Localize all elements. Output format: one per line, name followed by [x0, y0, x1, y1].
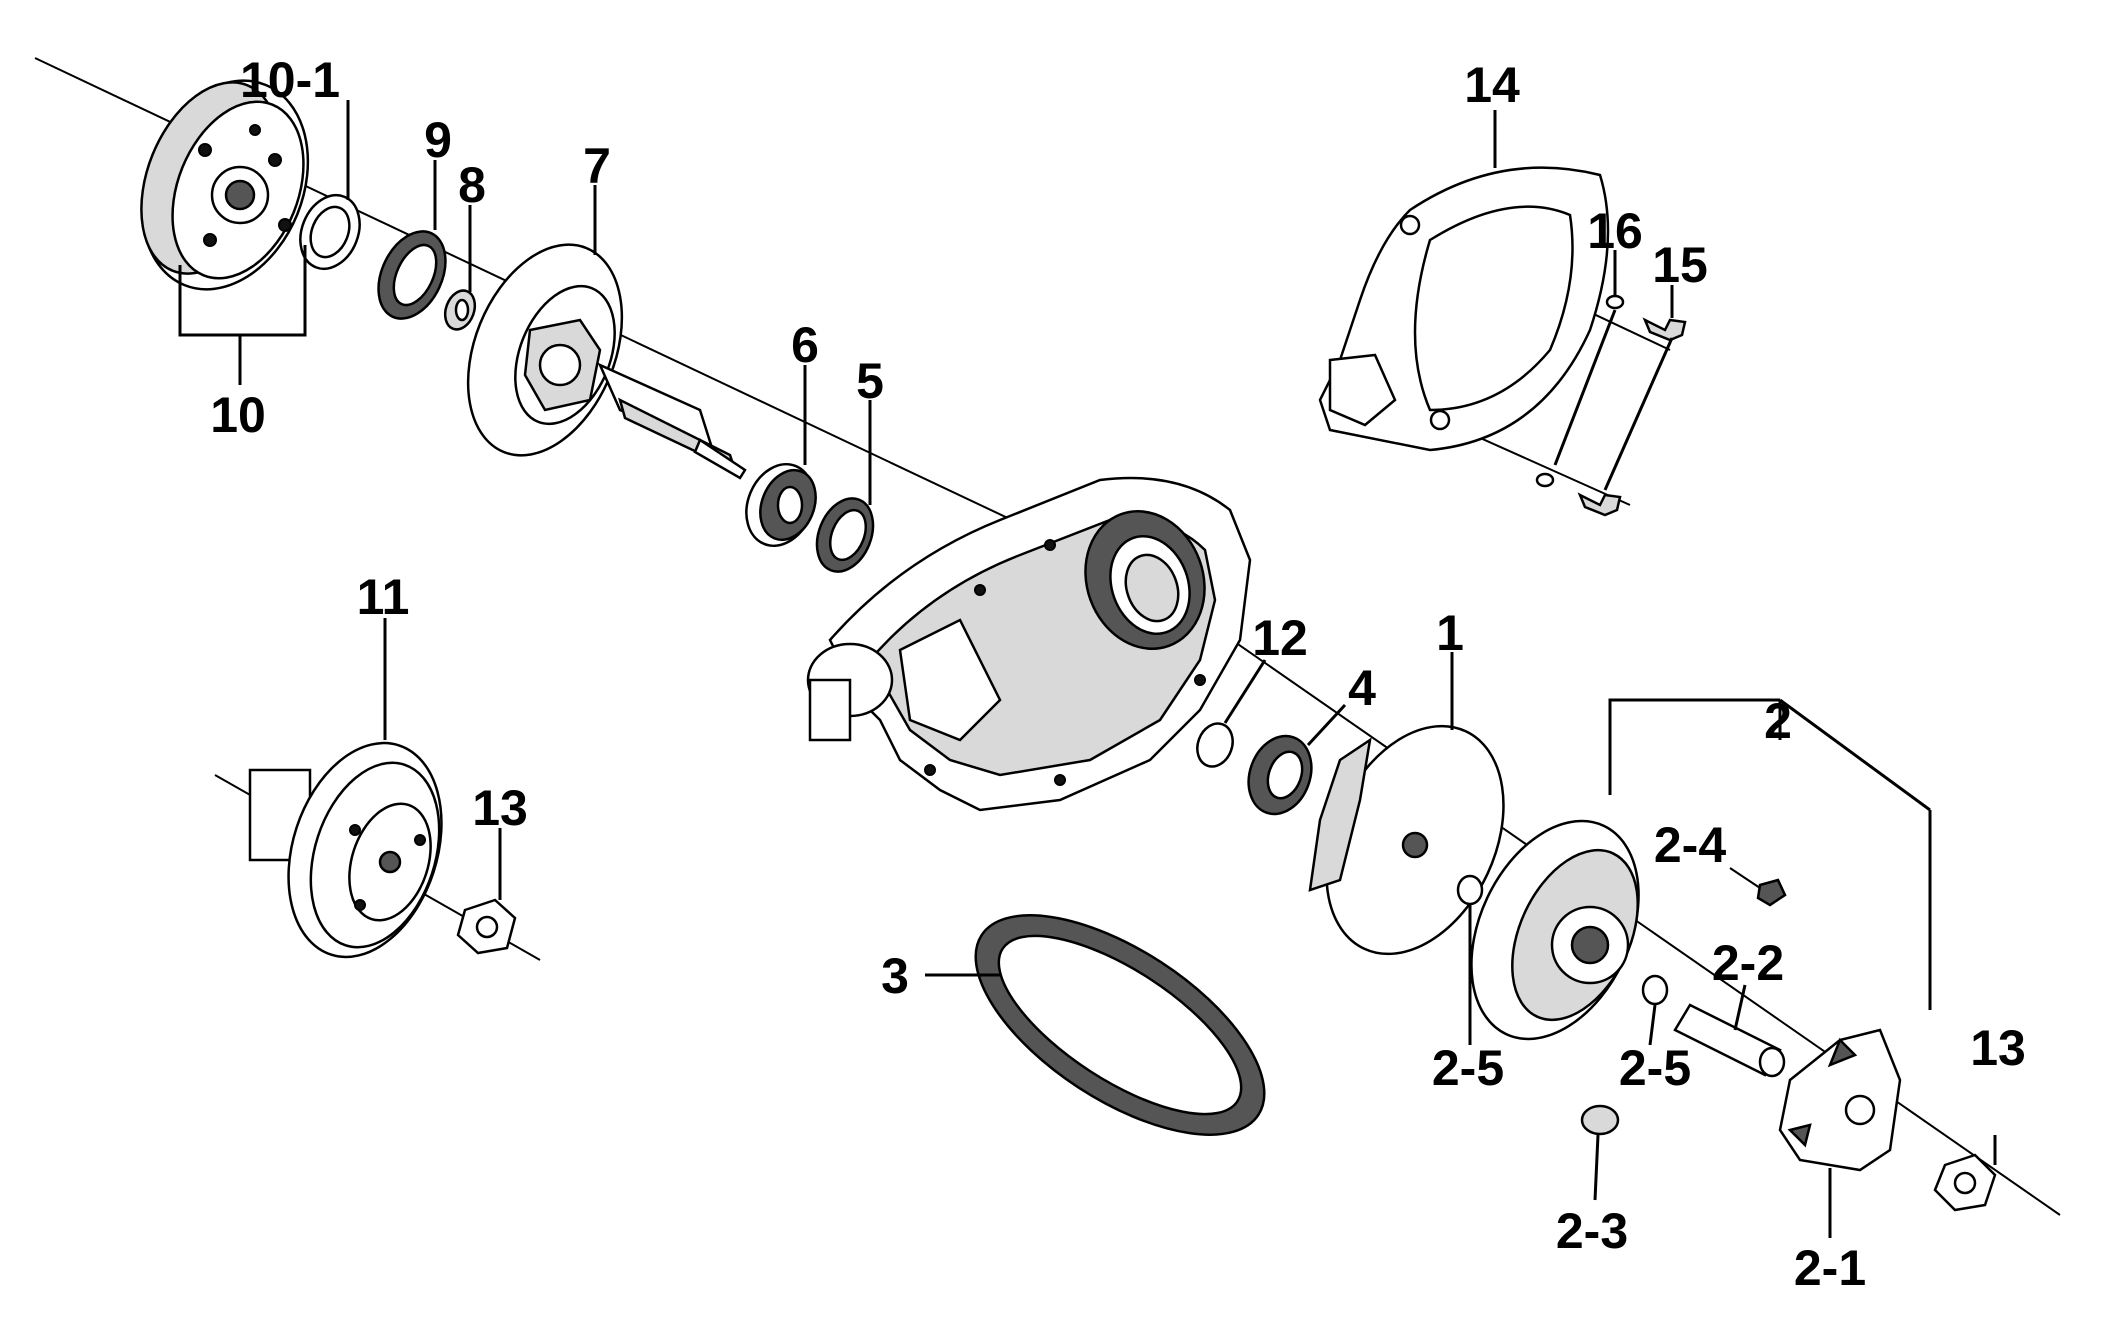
label-13-left: 13: [472, 780, 528, 836]
o-ring-12: [1196, 722, 1234, 768]
label-11: 11: [357, 569, 410, 625]
cover-fasteners: [1535, 294, 1687, 517]
label-2-5-left: 2-5: [1432, 1040, 1504, 1096]
clutch-bell-7: [466, 243, 747, 480]
movable-drive-face-2: [1470, 819, 1640, 1041]
label-7: 7: [583, 138, 611, 194]
label-2-1: 2-1: [1794, 1240, 1866, 1296]
label-4: 4: [1348, 660, 1376, 716]
nuts-13: [456, 898, 1997, 1212]
label-2: 2: [1764, 693, 1792, 749]
seal-5: [815, 497, 875, 573]
label-1: 1: [1436, 605, 1464, 661]
rings-2-5: [1456, 874, 1669, 1006]
bearing-6: [745, 463, 817, 547]
label-2-2: 2-2: [1712, 935, 1784, 991]
label-10: 10: [210, 387, 266, 443]
leader-lines: [178, 100, 1997, 1238]
label-5: 5: [856, 353, 884, 409]
label-15: 15: [1652, 237, 1708, 293]
roller-2-3: [1580, 1104, 1620, 1136]
label-13-right: 13: [1970, 1020, 2026, 1076]
collar-2-2: [1673, 1003, 1786, 1078]
part-labels: 10-1 9 8 7 10 6 5 14 16 15 11 13 12 4 1 …: [210, 52, 2026, 1296]
transmission-cover-14: [1318, 166, 1610, 452]
drive-belt-3: [974, 914, 1266, 1136]
ramp-plate-2-1: [1778, 1028, 1902, 1172]
label-12: 12: [1252, 610, 1308, 666]
seal-ring-9: [377, 230, 447, 320]
label-2-4: 2-4: [1654, 817, 1726, 873]
bearing-4: [1247, 734, 1313, 816]
screw-2-4: [1729, 867, 1787, 907]
driven-pulley-11: [248, 741, 443, 959]
label-6: 6: [791, 317, 819, 373]
label-16: 16: [1587, 203, 1643, 259]
crankcase: [806, 476, 1252, 812]
label-2-5-right: 2-5: [1619, 1040, 1691, 1096]
clutch-shoe-assembly: [140, 79, 310, 291]
small-bearing-8: [443, 289, 477, 331]
label-14: 14: [1464, 57, 1520, 113]
label-8: 8: [458, 157, 486, 213]
washer-10-1: [299, 193, 361, 271]
label-2-3: 2-3: [1556, 1203, 1628, 1259]
label-3: 3: [881, 948, 909, 1004]
label-10-1: 10-1: [240, 52, 340, 108]
label-9: 9: [424, 112, 452, 168]
